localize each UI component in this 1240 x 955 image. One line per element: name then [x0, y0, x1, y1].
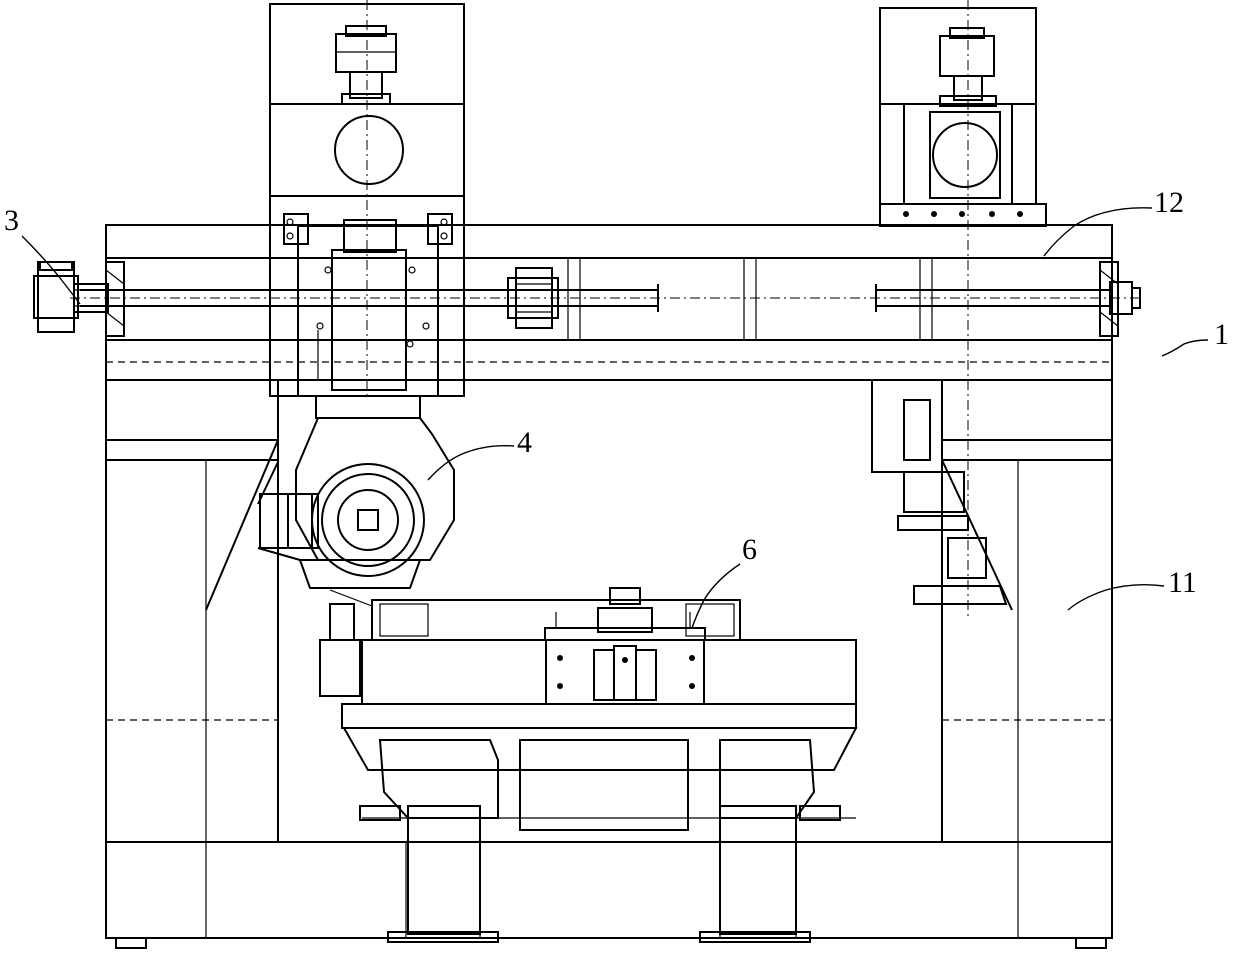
callout-6: 6 [691, 533, 757, 629]
spindle-head [257, 395, 455, 589]
frame-left-column [105, 379, 279, 843]
cross-beam [70, 224, 1141, 381]
callout-4: 4 [427, 426, 532, 481]
left-carriage [269, 0, 465, 400]
callout-3: 3 [4, 204, 81, 305]
callout-11: 11 [1067, 566, 1197, 611]
work-table [319, 587, 858, 935]
callout-1: 1 [1161, 318, 1229, 357]
screw-drive-motor [33, 261, 109, 333]
callout-label-1: 1 [1214, 318, 1229, 351]
callout-label-3: 3 [4, 204, 19, 237]
base [105, 841, 1113, 949]
callout-label-6: 6 [742, 533, 757, 566]
callout-label-4: 4 [517, 426, 532, 459]
callout-12: 12 [1043, 186, 1184, 257]
callout-label-11: 11 [1168, 566, 1197, 599]
right-carriage [871, 0, 1047, 620]
callout-label-12: 12 [1154, 186, 1184, 219]
